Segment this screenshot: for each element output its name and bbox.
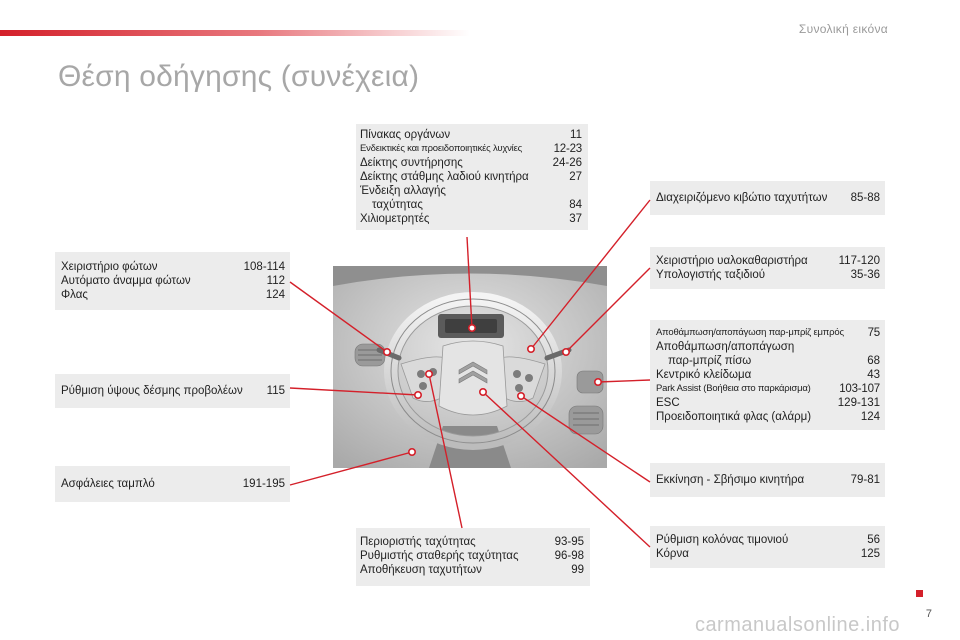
callout-dot [407, 447, 416, 456]
page-number: 7 [925, 608, 932, 620]
list-item: Park Assist (Βοήθεια στο παρκάρισμα)103-… [656, 383, 880, 395]
list-item: Αποθάμπωση/αποπάγωση [656, 341, 795, 353]
callout-dot [424, 369, 433, 378]
callout-dot [413, 390, 422, 399]
callout-dot [526, 344, 535, 353]
callout-dot [516, 391, 525, 400]
callout-dot [478, 387, 487, 396]
list-item: Ένδειξη αλλαγής [360, 185, 446, 197]
watermark: carmanualsonline.info [694, 614, 900, 636]
header-accent-bar [0, 30, 470, 36]
section-title: Συνολική εικόνα [798, 22, 888, 36]
dashboard-illustration [333, 266, 607, 468]
callout-dot [467, 323, 476, 332]
callout-dot [593, 377, 602, 386]
callout-dot [382, 347, 391, 356]
page-marker [916, 590, 923, 597]
callout-dot [561, 347, 570, 356]
list-item: Προειδοποιητικά φλας (αλάρμ)124 [656, 411, 880, 423]
page-title: Θέση οδήγησης (συνέχεια) [58, 60, 420, 93]
steering-wheel-drawing [333, 266, 607, 468]
list-item: Ενδεικτικές και προειδοποιητικές λυχνίες… [360, 143, 582, 155]
